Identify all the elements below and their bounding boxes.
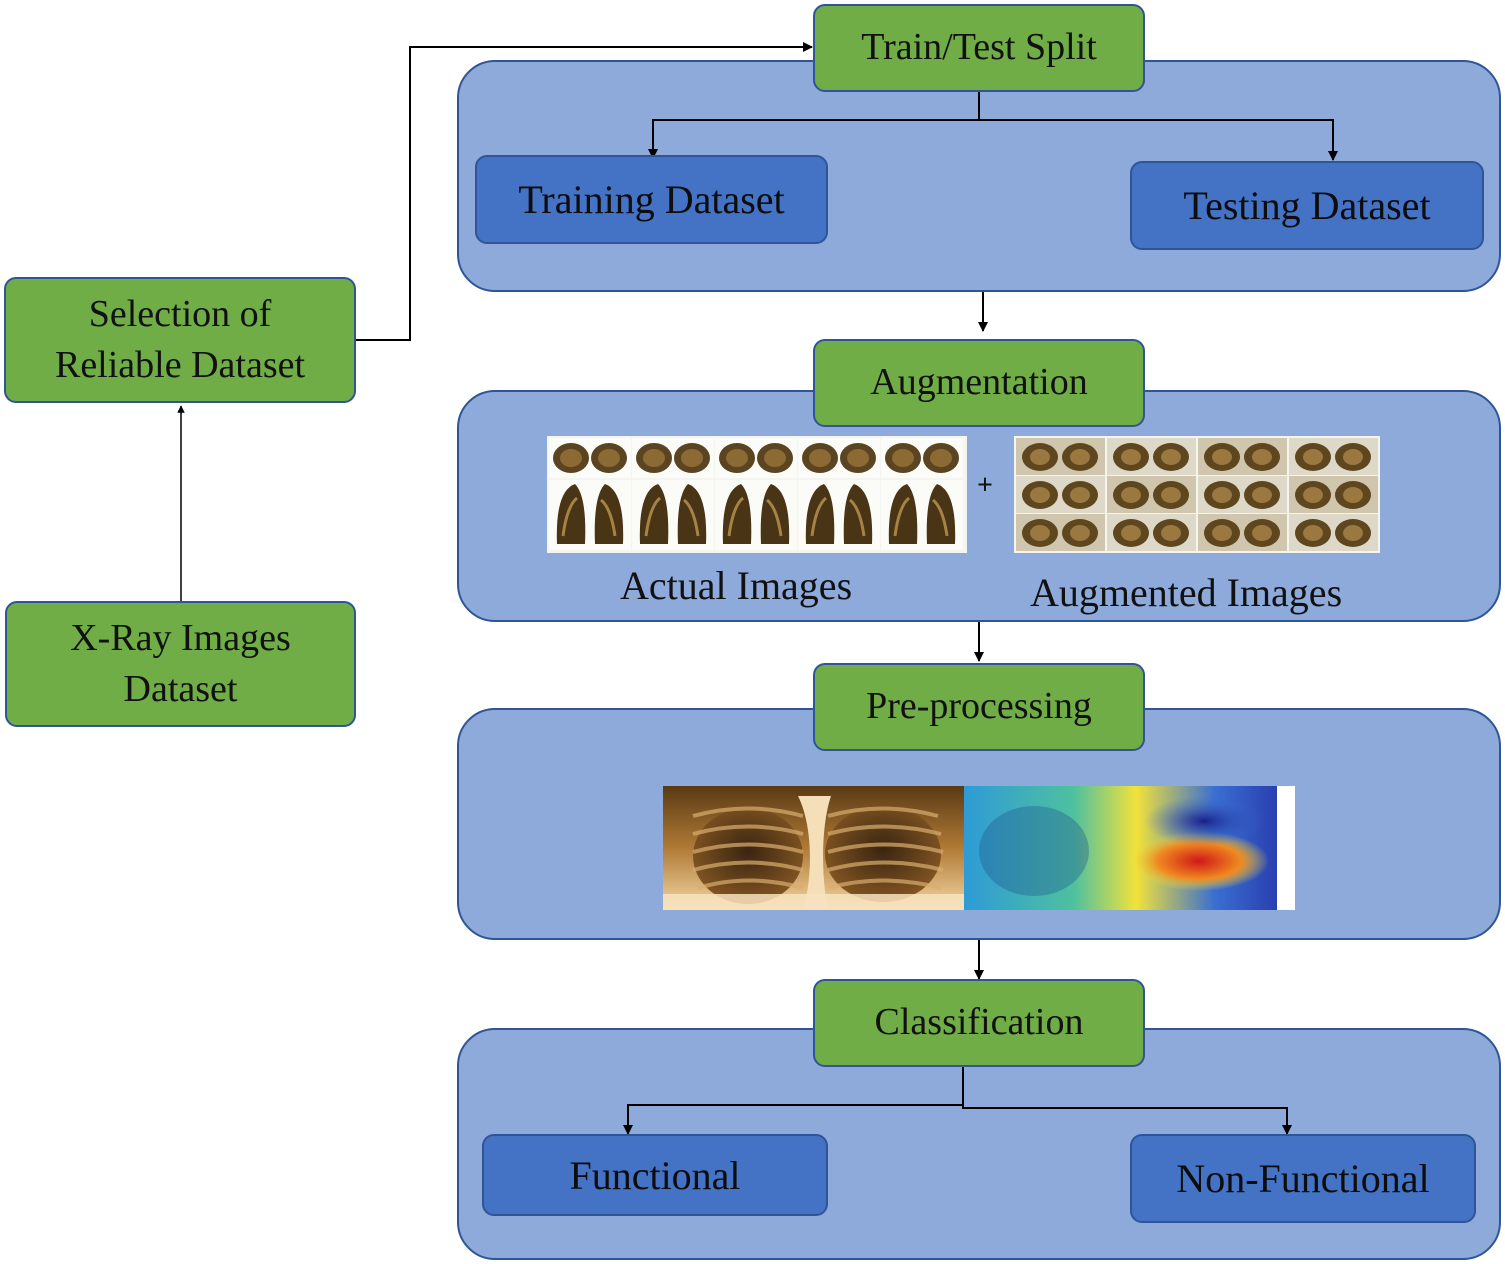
ct-scan-grid-image [547, 436, 967, 553]
arrow-selection-to-split [356, 42, 813, 341]
plus-sign: + [977, 470, 993, 501]
training-dataset-box: Training Dataset [475, 155, 828, 244]
xray-images-dataset-box: X-Ray Images Dataset [5, 601, 356, 727]
classification-box: Classification [813, 979, 1145, 1067]
augmented-ct-grid-image [1014, 436, 1380, 553]
arrow-split-to-testing [979, 119, 1338, 161]
selection-box-line2: Reliable Dataset [54, 344, 306, 386]
functional-box: Functional [482, 1134, 828, 1216]
arrow-classification-to-nonfunctional [962, 1105, 1292, 1135]
arrow-split-to-training [648, 92, 980, 159]
preprocessing-box: Pre-processing [813, 663, 1145, 751]
actual-images-label: Actual Images [620, 563, 853, 608]
augmented-images-label: Augmented Images [1030, 570, 1343, 615]
non-functional-box: Non-Functional [1130, 1134, 1476, 1223]
testing-dataset-box: Testing Dataset [1130, 161, 1484, 250]
chest-xray-heatmap-image [964, 786, 1295, 910]
augmentation-box: Augmentation [813, 339, 1145, 427]
selection-reliable-dataset-box: Selection of Reliable Dataset [4, 277, 356, 403]
xray-box-line2: Dataset [123, 668, 238, 710]
train-test-split-box: Train/Test Split [813, 4, 1145, 92]
selection-box-line1: Selection of [88, 292, 272, 335]
chest-xray-image [663, 786, 964, 910]
xray-box-line1: X-Ray Images [70, 616, 291, 659]
arrow-classification-to-functional [623, 1066, 964, 1135]
